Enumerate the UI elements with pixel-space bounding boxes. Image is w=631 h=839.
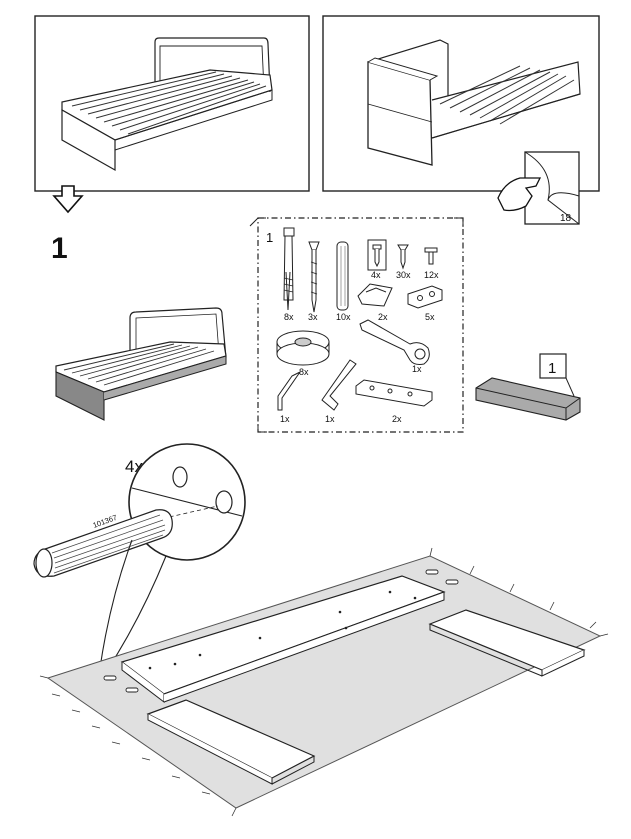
connector-block-icon (407, 285, 443, 309)
parts-panel-label: 1 (266, 230, 273, 245)
hand-icon (497, 177, 542, 212)
down-arrow-icon (52, 185, 84, 214)
small-screw-boxed-icon (367, 239, 387, 271)
dowel-detail-icon (33, 509, 173, 578)
metal-plate-icon (355, 379, 433, 407)
bracket-clip-icon (357, 283, 393, 307)
qty-hex-key-large: 1x (325, 414, 335, 424)
parts-box-illustration: 1 (475, 353, 581, 421)
qty-cam-lock: 8x (299, 367, 309, 377)
step-bed-illustration (55, 307, 227, 421)
qty-small-screw: 4x (371, 270, 381, 280)
step-number: 1 (51, 232, 68, 265)
qty-pin: 12x (424, 270, 439, 280)
page-reference-icon: 18 (497, 151, 580, 225)
hex-key-large-icon (321, 359, 357, 411)
qty-hex-key-small: 1x (280, 414, 290, 424)
panel-bed-closed (322, 15, 600, 192)
box-label: 1 (548, 360, 556, 377)
assembly-rug-illustration (39, 547, 609, 817)
cam-lock-icon (276, 330, 330, 366)
wood-dowel-icon (336, 241, 349, 311)
long-dowel-screw-icon (283, 227, 295, 311)
qty-long-dowel-screw: 8x (284, 312, 294, 322)
qty-bracket-clip: 2x (378, 312, 388, 322)
qty-connector-block: 5x (425, 312, 435, 322)
parts-panel: 1 8x 3x 10x 4x (249, 217, 464, 433)
short-screw-icon (397, 244, 409, 270)
wood-screw-long-icon (308, 241, 320, 313)
qty-short-screw: 30x (396, 270, 411, 280)
qty-metal-plate: 2x (392, 414, 402, 424)
pin-icon (424, 247, 438, 265)
wrench-icon (359, 319, 430, 365)
hex-key-small-icon (277, 371, 301, 411)
qty-wood-dowel: 10x (336, 312, 351, 322)
qty-wrench: 1x (412, 364, 422, 374)
panel-bed-open (34, 15, 310, 192)
reference-page-number: 18 (560, 213, 572, 224)
qty-wood-screw-long: 3x (308, 312, 318, 322)
